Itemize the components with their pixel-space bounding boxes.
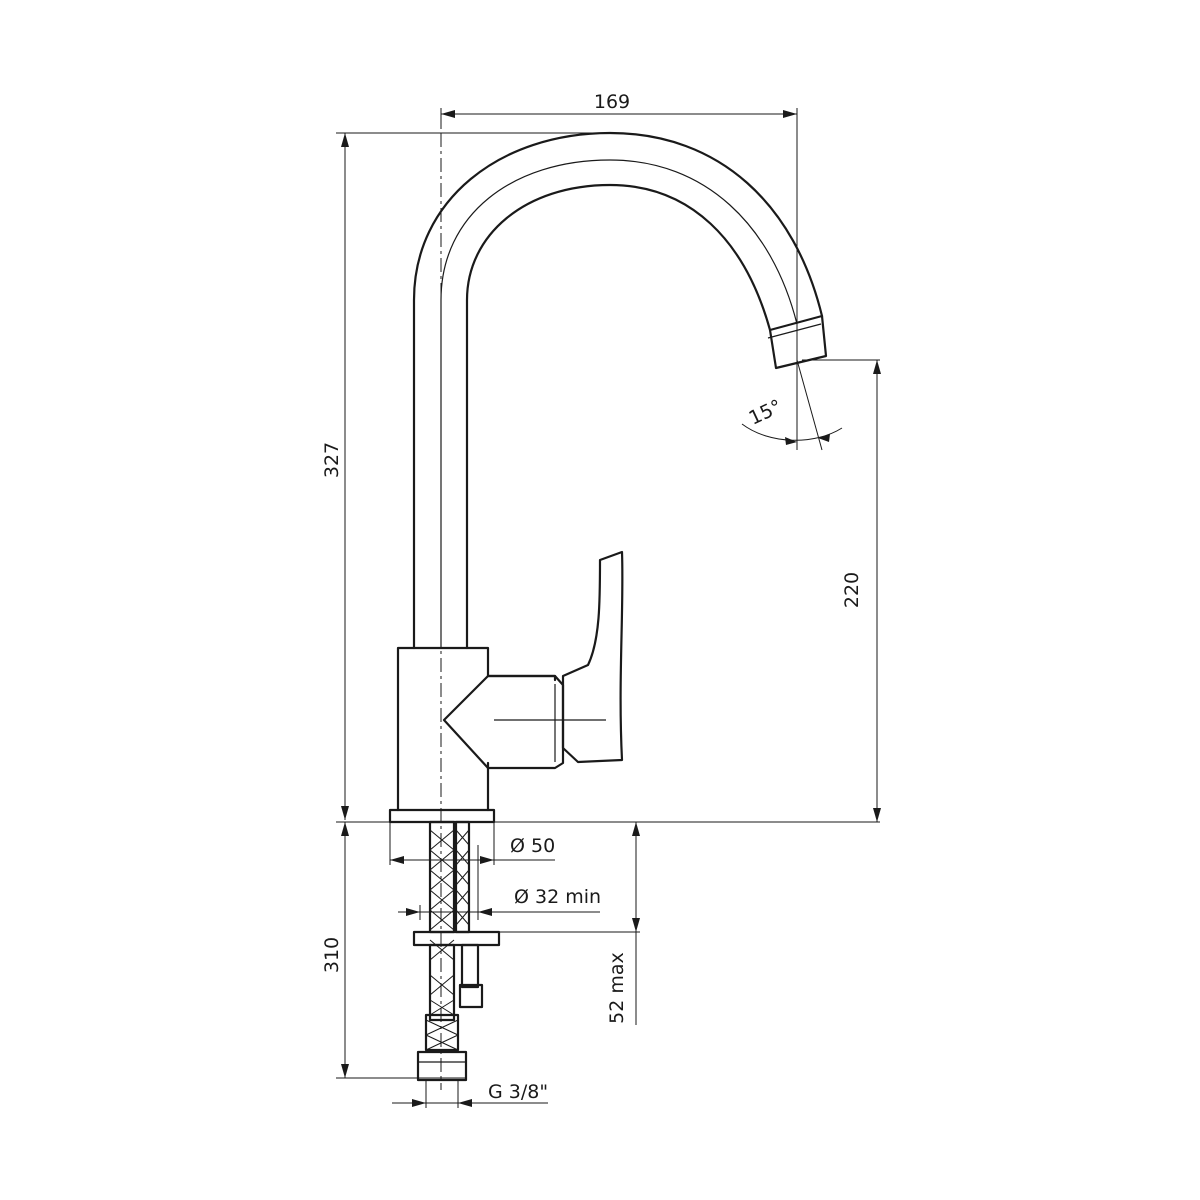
threaded-stud (460, 943, 480, 989)
dimension-height-327: 327 (321, 132, 612, 820)
cartridge-housing (442, 674, 565, 770)
fixing-washer (412, 930, 501, 947)
dimension-height-220: 220 (802, 359, 881, 822)
dimension-height-310: 310 (321, 822, 466, 1079)
dimension-angle-15: 15° (741, 359, 843, 451)
stud-nut (458, 983, 484, 1009)
hose-lower (428, 943, 456, 1022)
dimension-connection-g38: G 3/8" (392, 1080, 548, 1108)
faucet-body (388, 131, 828, 824)
aerator-tip (768, 314, 828, 370)
dim-32-label: Ø 32 min (514, 886, 601, 908)
aerator-ring (767, 323, 822, 339)
body-cylinder (396, 646, 557, 812)
body-flange (388, 808, 496, 824)
braided-hose-left (428, 820, 456, 934)
dim-220-label: 220 (841, 572, 863, 608)
handle-lever (561, 550, 624, 764)
dim-310-label: 310 (321, 937, 343, 973)
hose-right-hatching (455, 829, 470, 926)
hose-crimp (424, 1013, 460, 1052)
dim-327-label: 327 (321, 442, 343, 478)
dim-50-label: Ø 50 (510, 835, 555, 857)
dim-52-label: 52 max (606, 952, 628, 1024)
spout-inner-outline (465, 183, 772, 650)
dim-169-label: 169 (594, 91, 630, 113)
crimp-hatching (425, 1019, 459, 1051)
dimension-diameter-50: Ø 50 (389, 822, 555, 865)
hose-left-hatching (429, 829, 455, 1016)
dimension-diameter-32: Ø 32 min (398, 845, 601, 920)
connector-nut (416, 1050, 468, 1082)
spout-center-line (440, 159, 798, 648)
dimension-thickness-52: 52 max (499, 822, 640, 1025)
dim-15-label: 15° (746, 395, 786, 429)
dim-g38-label: G 3/8" (488, 1081, 548, 1103)
dimension-width-169: 169 (440, 91, 798, 360)
